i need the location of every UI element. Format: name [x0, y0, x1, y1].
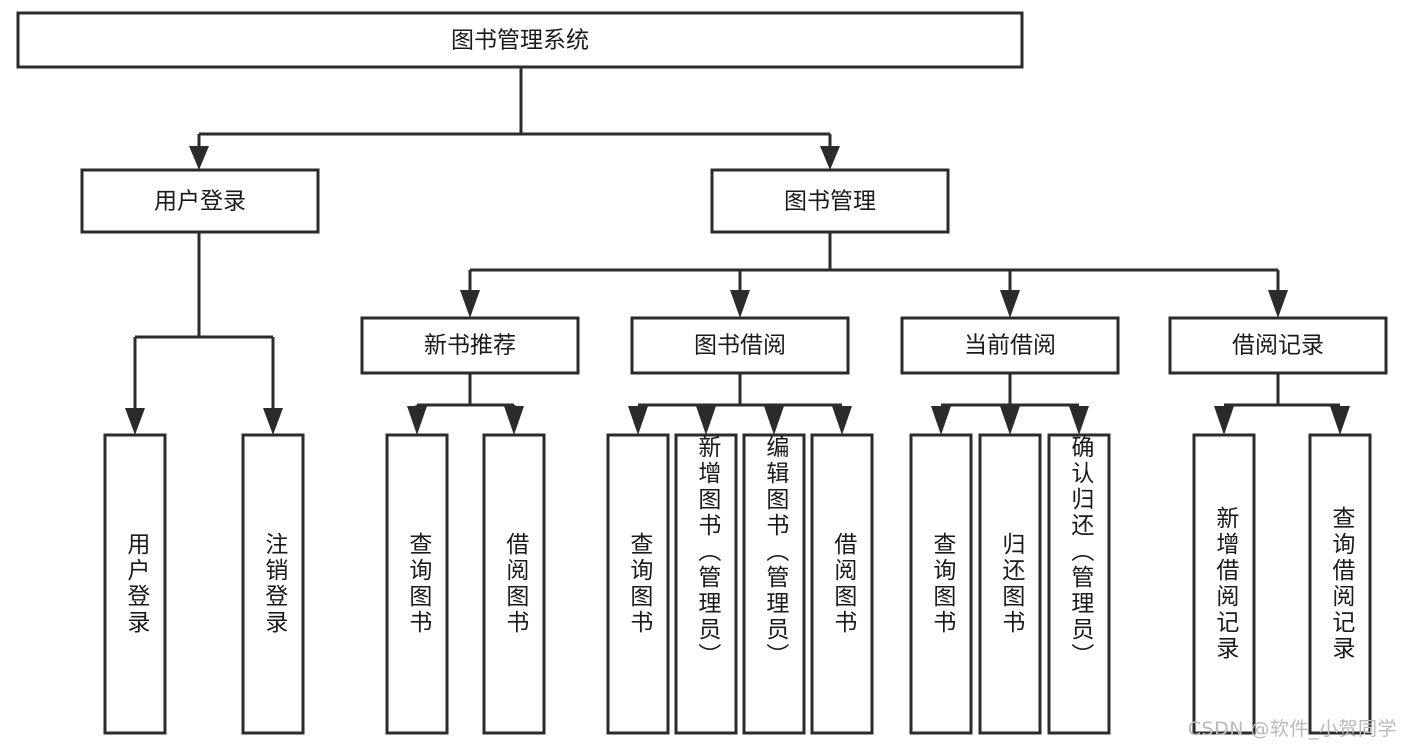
- node-borrow-record-box[interactable]: [1168, 316, 1388, 375]
- arrow-head-book-manage: [820, 146, 840, 170]
- leaf-box-current-borrow-2[interactable]: [1047, 433, 1111, 735]
- arrow-head-leaf-current-borrow-0: [931, 406, 951, 435]
- node-new-book-rec-box[interactable]: [360, 316, 580, 375]
- arrow-head-user-login: [189, 146, 209, 170]
- arrow-head-book-borrow: [730, 290, 750, 318]
- leaf-box-new-book-rec-0[interactable]: [385, 433, 449, 735]
- connector-group-current-borrow: [931, 373, 1089, 435]
- node-root-box[interactable]: [16, 11, 1024, 69]
- connector-group-user-login: [125, 232, 283, 435]
- connector-group-book-manage: [460, 232, 1288, 318]
- leaf-box-user-login-0[interactable]: [103, 433, 167, 735]
- node-book-manage[interactable]: 图书管理: [710, 168, 950, 234]
- arrow-head-leaf-book-borrow-1: [696, 406, 716, 435]
- arrow-head-current-borrow: [1000, 290, 1020, 318]
- leaf-box-book-borrow-0[interactable]: [606, 433, 670, 735]
- leaf-box-current-borrow-1[interactable]: [978, 433, 1042, 735]
- leaf-group-new-book-rec: [385, 433, 546, 735]
- arrow-head-leaf-book-borrow-2: [764, 406, 784, 435]
- leaf-box-borrow-record-0[interactable]: [1192, 433, 1256, 735]
- arrow-head-leaf-user-login-0: [125, 408, 145, 435]
- connector-group-borrow-record: [1214, 373, 1350, 435]
- leaf-group-borrow-record: [1192, 433, 1372, 735]
- arrow-head-leaf-book-borrow-0: [628, 406, 648, 435]
- leaf-group-book-borrow: [606, 433, 874, 735]
- leaf-box-book-borrow-2[interactable]: [742, 433, 806, 735]
- node-user-login[interactable]: 用户登录: [80, 168, 320, 234]
- node-book-borrow[interactable]: 图书借阅: [630, 316, 850, 375]
- node-book-borrow-box[interactable]: [630, 316, 850, 375]
- leaf-box-new-book-rec-1[interactable]: [482, 433, 546, 735]
- arrow-head-leaf-user-login-1: [263, 408, 283, 435]
- arrow-head-leaf-borrow-record-0: [1214, 406, 1234, 435]
- leaf-box-user-login-1[interactable]: [241, 433, 305, 735]
- node-root[interactable]: 图书管理系统: [16, 11, 1024, 69]
- leaf-box-current-borrow-0[interactable]: [909, 433, 973, 735]
- node-book-borrow-label: 图书借阅: [694, 333, 786, 359]
- node-user-login-box[interactable]: [80, 168, 320, 234]
- leaf-box-book-borrow-3[interactable]: [810, 433, 874, 735]
- leaf-box-borrow-record-1[interactable]: [1308, 433, 1372, 735]
- node-new-book-rec-label: 新书推荐: [424, 333, 516, 359]
- node-borrow-record[interactable]: 借阅记录: [1168, 316, 1388, 375]
- arrow-head-leaf-new-book-1: [504, 406, 524, 435]
- node-current-borrow-label: 当前借阅: [964, 333, 1056, 359]
- node-new-book-rec[interactable]: 新书推荐: [360, 316, 580, 375]
- arrow-head-leaf-current-borrow-2: [1069, 406, 1089, 435]
- node-current-borrow-box[interactable]: [900, 316, 1120, 375]
- node-book-manage-box[interactable]: [710, 168, 950, 234]
- node-book-manage-label: 图书管理: [784, 189, 876, 215]
- node-root-label: 图书管理系统: [451, 28, 589, 54]
- connector-group-new-book-rec: [407, 373, 524, 435]
- arrow-head-leaf-borrow-record-1: [1330, 406, 1350, 435]
- watermark-text: CSDN @软件_小贺同学: [1187, 718, 1397, 740]
- leaf-group-user-login: [103, 433, 305, 735]
- connector-group-book-borrow: [628, 373, 852, 435]
- arrow-head-leaf-current-borrow-1: [1000, 406, 1020, 435]
- arrow-head-new-book-rec: [460, 290, 480, 318]
- node-user-login-label: 用户登录: [154, 189, 246, 215]
- connector-group-root: [189, 67, 840, 170]
- leaf-box-book-borrow-1[interactable]: [674, 433, 738, 735]
- leaf-group-current-borrow: [909, 433, 1111, 735]
- arrow-head-borrow-record: [1268, 290, 1288, 318]
- arrow-head-leaf-book-borrow-3: [832, 406, 852, 435]
- node-current-borrow[interactable]: 当前借阅: [900, 316, 1120, 375]
- node-borrow-record-label: 借阅记录: [1232, 333, 1324, 359]
- arrow-head-leaf-new-book-0: [407, 406, 427, 435]
